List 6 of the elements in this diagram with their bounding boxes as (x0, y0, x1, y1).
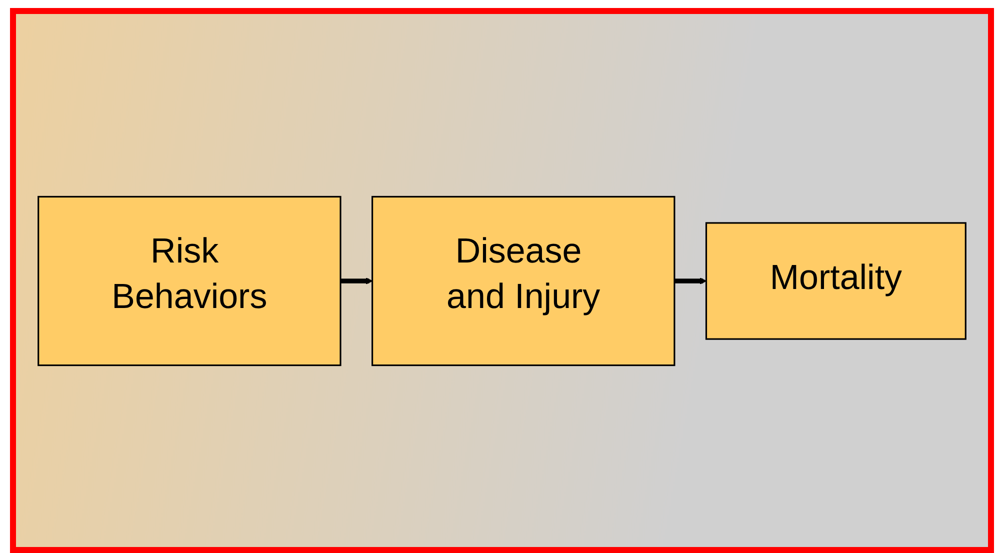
frame-border: Risk Behaviors Disease and Injury Mortality (10, 8, 994, 553)
arrow (674, 277, 707, 284)
node-box (38, 195, 342, 366)
arrow (340, 277, 373, 284)
node-box (705, 222, 966, 340)
node-box (372, 195, 676, 366)
